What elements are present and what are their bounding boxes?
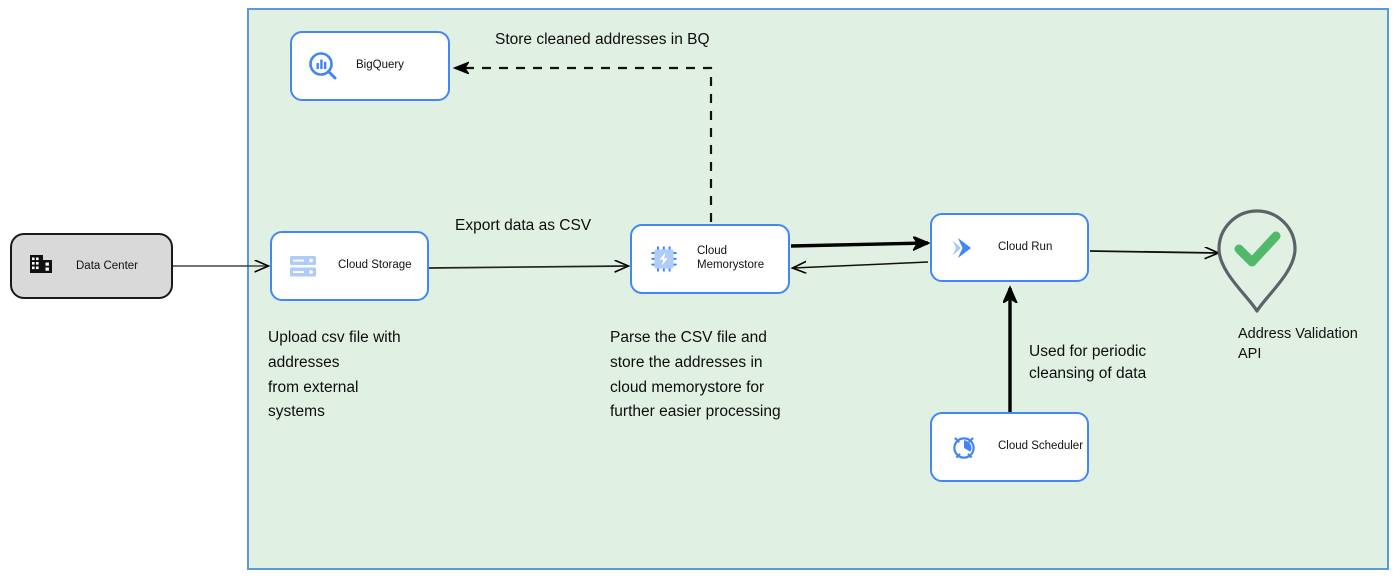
node-data-center[interactable]: Data Center (10, 233, 173, 299)
note-scheduler-usage: Used for periodic cleansing of data (1029, 343, 1147, 383)
node-cloud-storage[interactable]: Cloud Storage (270, 231, 429, 301)
node-cloud-run[interactable]: Cloud Run (930, 213, 1089, 282)
node-label-cloud-storage: Cloud Storage (338, 259, 412, 272)
node-bigquery[interactable]: BigQuery (290, 31, 450, 101)
cloud-memorystore-icon (649, 244, 679, 274)
bigquery-icon (306, 49, 340, 83)
cloud-scheduler-icon (948, 431, 980, 463)
gcp-boundary-panel (247, 8, 1389, 570)
note-parse-csv: Parse the CSV file and store the address… (610, 329, 781, 421)
node-label-cloud-memorystore: Cloud Memorystore (697, 245, 765, 271)
node-label-cloud-scheduler: Cloud Scheduler (998, 440, 1084, 453)
address-validation-api-label: Address Validation API (1238, 326, 1358, 362)
edge-label-store-cleaned-addresses: Store cleaned addresses in BQ (495, 31, 710, 48)
office-building-icon (28, 251, 54, 282)
cloud-storage-icon (288, 251, 318, 281)
map-pin-check-icon (1217, 209, 1297, 313)
node-label-bigquery: BigQuery (356, 59, 404, 72)
note-upload-csv: Upload csv file with addresses from exte… (268, 329, 401, 421)
node-cloud-memorystore[interactable]: Cloud Memorystore (630, 224, 790, 294)
node-label-cloud-run: Cloud Run (998, 240, 1053, 253)
cloud-run-icon (946, 232, 984, 264)
node-cloud-scheduler[interactable]: Cloud Scheduler (930, 412, 1089, 482)
node-label-data-center: Data Center (76, 260, 139, 272)
edge-label-export-data-as-csv: Export data as CSV (455, 217, 592, 234)
